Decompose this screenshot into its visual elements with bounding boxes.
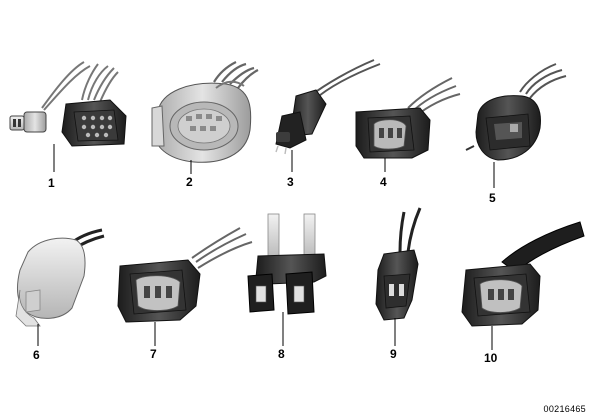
connector-4-icon (355, 77, 461, 172)
connector-6-icon (15, 228, 105, 346)
connector-7-icon (117, 227, 253, 346)
document-id: 00216465 (543, 404, 586, 414)
connector-2-icon (151, 61, 259, 174)
connector-8-icon (247, 213, 327, 346)
part-number-6: 6 (33, 348, 40, 362)
part-number-10: 10 (484, 351, 498, 365)
part-number-9: 9 (390, 347, 397, 361)
part-number-3: 3 (287, 175, 294, 189)
connector-1-icon (9, 61, 127, 172)
connector-9-icon (375, 207, 422, 346)
part-number-8: 8 (278, 347, 285, 361)
connector-5-icon (465, 63, 567, 188)
connector-10-icon (461, 221, 585, 350)
part-number-1: 1 (48, 176, 55, 190)
part-number-7: 7 (150, 347, 157, 361)
part-number-4: 4 (380, 175, 387, 189)
connector-3-icon (275, 59, 381, 172)
part-number-2: 2 (186, 175, 193, 189)
part-number-5: 5 (489, 191, 496, 205)
